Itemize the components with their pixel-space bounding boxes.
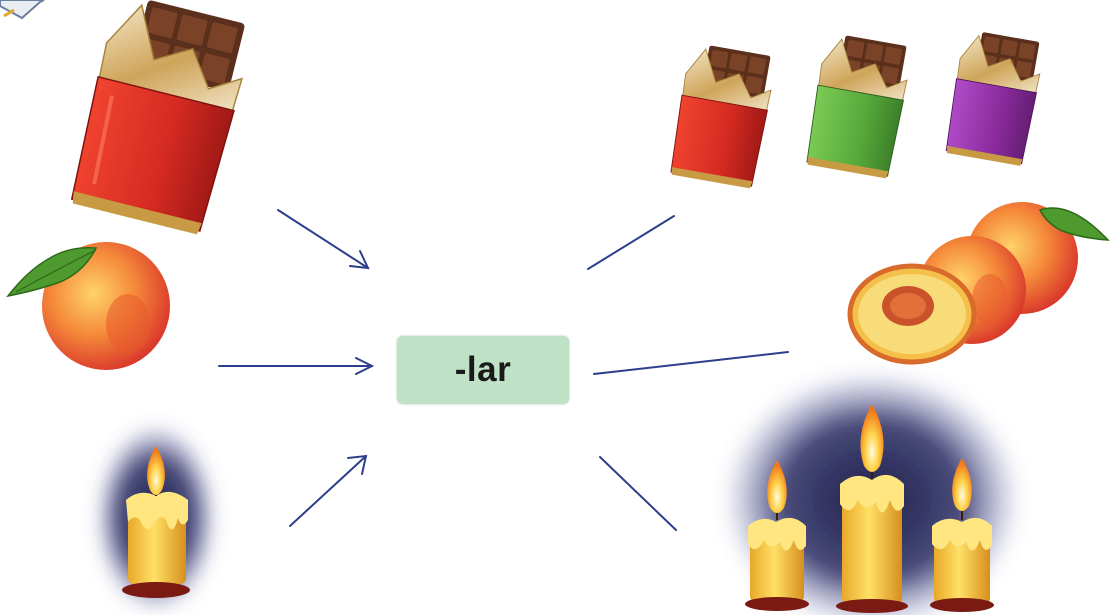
plural-suffix-label: -lar bbox=[454, 350, 512, 389]
chocolate-bar-green bbox=[806, 35, 908, 179]
line-to-peaches bbox=[593, 351, 789, 375]
line-to-candles bbox=[599, 456, 677, 531]
line-to-chocolates bbox=[587, 215, 675, 270]
peach-single bbox=[6, 242, 170, 370]
chocolate-bar-single bbox=[70, 0, 246, 235]
incoming-arrows bbox=[218, 209, 375, 527]
suffix-box: -lar bbox=[397, 336, 569, 404]
candle-single bbox=[94, 422, 218, 614]
chocolate-bar-purple bbox=[945, 31, 1041, 166]
arrow-from-chocolate bbox=[277, 209, 370, 270]
peaches-plural bbox=[847, 202, 1110, 365]
chocolate-bar-red bbox=[670, 45, 772, 189]
arrow-from-peach bbox=[218, 357, 375, 375]
outgoing-lines bbox=[587, 215, 789, 531]
chocolate-bars-plural bbox=[670, 31, 1041, 189]
candles-plural bbox=[722, 370, 1022, 615]
partial-illustration bbox=[0, 0, 45, 20]
arrow-from-candle bbox=[289, 454, 368, 527]
